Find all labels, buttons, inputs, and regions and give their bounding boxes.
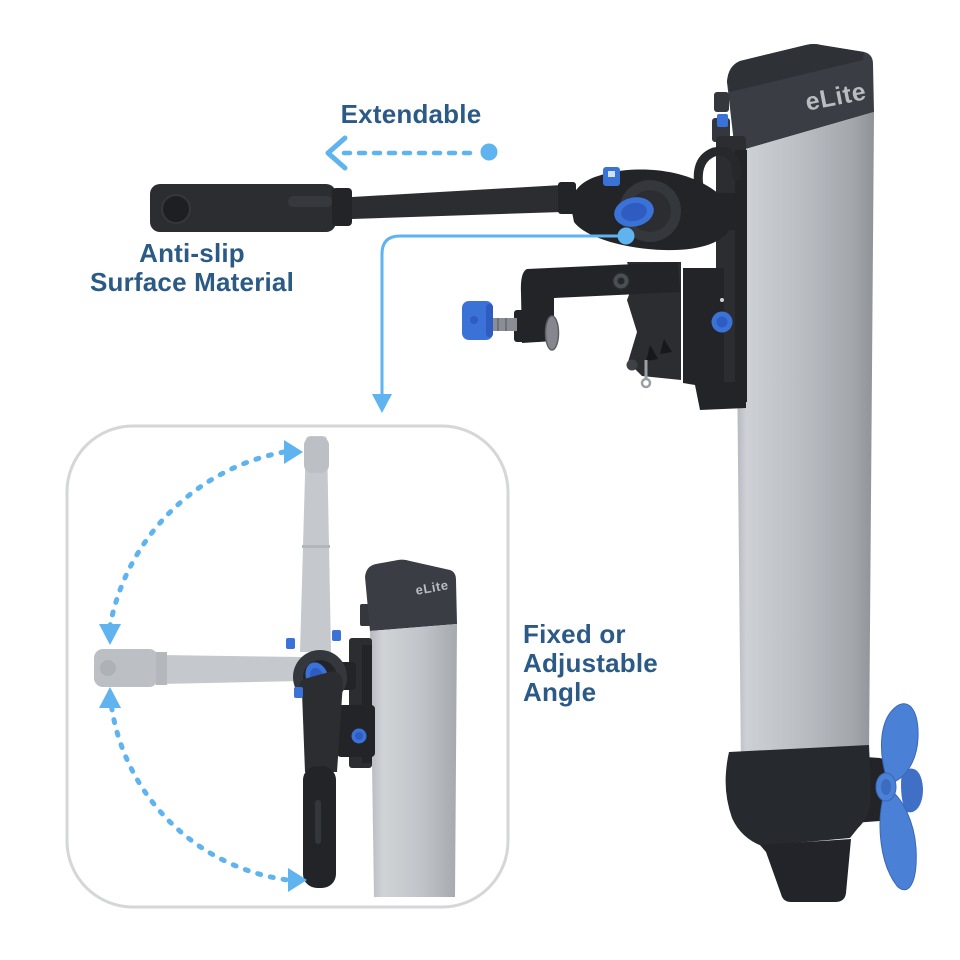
arc-arrowhead-right-icon — [284, 440, 303, 464]
anti-slip-label: Anti-slip Surface Material — [86, 239, 298, 297]
skeg — [760, 839, 851, 902]
inset-motor-cap — [365, 559, 457, 631]
tiller-down — [299, 671, 343, 888]
arc-arrowhead-down-icon — [99, 624, 121, 645]
anti-slip-line1: Anti-slip — [139, 238, 245, 268]
ghost-tiller-horizontal — [94, 649, 302, 687]
rotation-arc-upper — [99, 440, 303, 645]
callout-dot-icon — [617, 227, 635, 245]
ghost-tiller-up — [300, 436, 331, 652]
angle-label: Fixed or Adjustable Angle — [523, 620, 683, 707]
inset-panel — [65, 424, 510, 909]
clamp-pad — [544, 315, 560, 351]
transom-clamp — [462, 262, 746, 410]
arc-arrowhead-right2-icon — [288, 868, 307, 892]
clamp-knob — [462, 301, 493, 340]
angle-line1: Fixed or — [523, 619, 626, 649]
steering-pivot — [571, 169, 733, 251]
extendable-label: Extendable — [330, 100, 492, 129]
clamp-screw — [491, 318, 517, 331]
angle-line2: Adjustable — [523, 648, 658, 678]
inset-motor-body — [370, 624, 457, 897]
callout-line — [372, 227, 635, 413]
motor-body — [735, 112, 874, 770]
arrow-dot-icon — [480, 143, 498, 161]
tiller-assembly — [150, 167, 746, 251]
cable-loop — [693, 146, 742, 197]
main-motor — [150, 44, 923, 902]
clamp-arm — [520, 262, 680, 343]
propeller — [875, 703, 923, 891]
propeller-blade-top — [881, 703, 919, 782]
tiller-shaft — [352, 185, 562, 219]
rotation-arc-lower — [99, 687, 307, 892]
extend-arrow — [325, 135, 498, 171]
angle-line3: Angle — [523, 677, 597, 707]
arrowhead-left-icon — [325, 135, 348, 171]
extendable-label-text: Extendable — [340, 99, 482, 129]
arc-arrowhead-up-icon — [99, 687, 121, 708]
inset-motor — [65, 424, 510, 909]
anti-slip-line2: Surface Material — [89, 267, 295, 297]
propeller-blade-bottom — [879, 791, 917, 891]
callout-arrowhead-down-icon — [372, 394, 392, 413]
tiller-grip — [150, 184, 336, 232]
lower-unit — [725, 745, 889, 902]
